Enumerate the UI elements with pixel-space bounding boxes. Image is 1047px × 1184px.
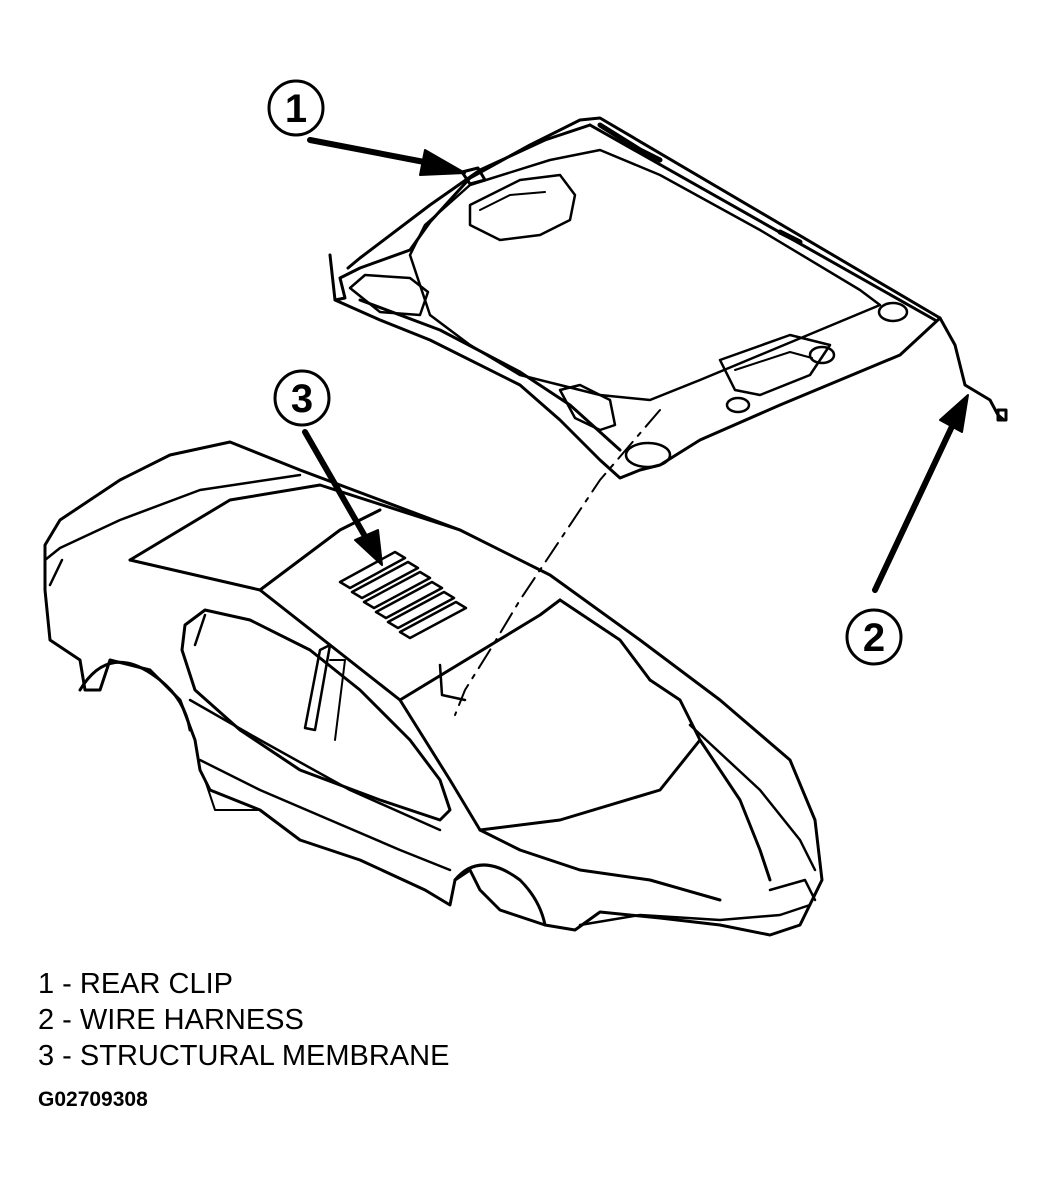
car-body: [43, 440, 824, 937]
callout-number-3: 3: [291, 377, 313, 421]
figure-id: G02709308: [38, 1088, 148, 1111]
callout-3: [273, 369, 331, 427]
leader-arrow-1: [307, 137, 466, 176]
leader-arrow-2: [872, 394, 969, 593]
legend: 1 - REAR CLIP 2 - WIRE HARNESS 3 - STRUC…: [38, 966, 449, 1074]
legend-item-1: 1 - REAR CLIP: [38, 968, 233, 1000]
callout-number-2: 2: [863, 616, 885, 660]
callout-2: [845, 608, 903, 666]
callout-number-1: 1: [285, 87, 307, 131]
structural-membrane: [338, 550, 468, 640]
alignment-line: [454, 409, 661, 716]
legend-item-2: 2 - WIRE HARNESS: [38, 1004, 304, 1036]
headliner-panel: [328, 116, 1008, 480]
leader-arrow-3: [302, 429, 383, 566]
legend-item-3: 3 - STRUCTURAL MEMBRANE: [38, 1040, 450, 1072]
headliner-diagram: 1 2 3: [43, 79, 1008, 937]
callout-1: [267, 79, 325, 137]
